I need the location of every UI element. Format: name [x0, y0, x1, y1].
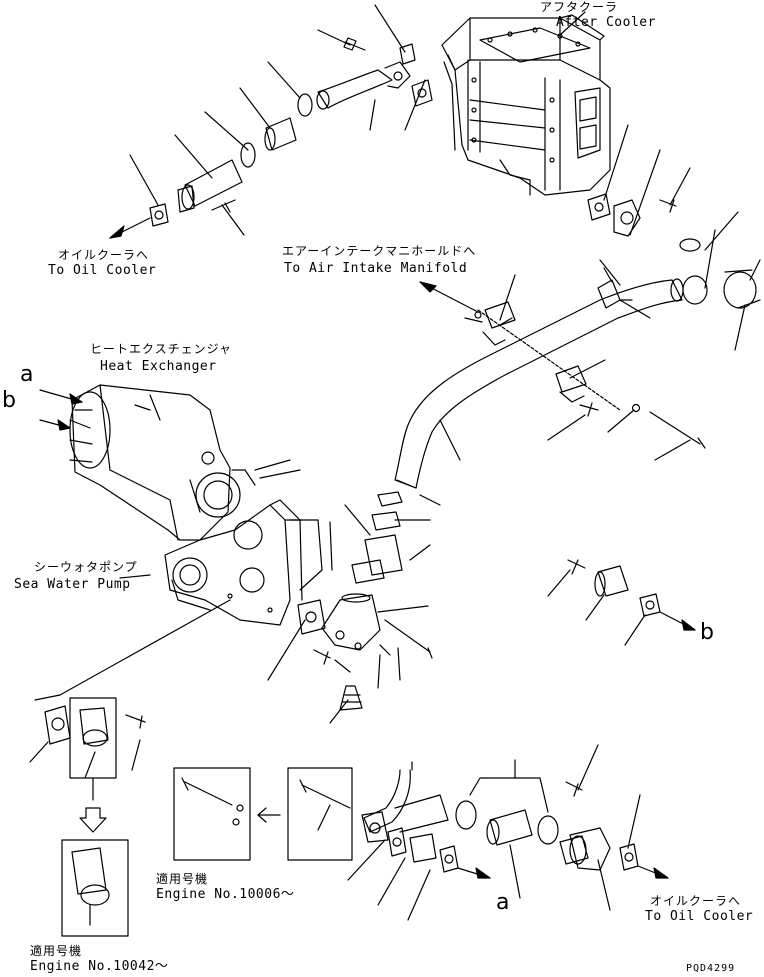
to-oil-cooler-top-label-jp: オイルクーラへ	[58, 248, 150, 262]
right-middle-parts	[547, 559, 696, 646]
middle-hoses	[267, 491, 441, 724]
after-cooler-leader	[559, 11, 586, 36]
marker-b-right: b	[700, 620, 715, 645]
to-oil-cooler-bottom-label-en: To Oil Cooler	[645, 909, 754, 924]
marker-a-bottom: a	[496, 890, 510, 915]
down-arrow	[79, 807, 107, 833]
inset-box-mid-left	[173, 767, 251, 861]
applicable-engine-mid-label-jp: 適用号機	[156, 872, 209, 886]
inset-box-mid-right	[287, 767, 353, 861]
marker-b: b	[2, 388, 17, 413]
inset-left-top-part	[79, 707, 109, 747]
inset-box-left-top	[69, 697, 117, 779]
to-oil-cooler-top-label-en: To Oil Cooler	[48, 263, 157, 278]
inset-left-bottom-part	[71, 847, 110, 926]
applicable-engine-left-label-en: Engine No.10042～	[30, 959, 169, 974]
sea-water-pump	[164, 499, 333, 635]
main-pipe	[394, 259, 706, 489]
marker-a: a	[20, 362, 34, 387]
heat-exchanger-label-jp: ヒートエクスチェンジャ	[90, 342, 233, 356]
inset-mid-left-parts	[181, 777, 244, 826]
to-air-intake-label-jp: エアーインテークマニホールドへ	[282, 244, 477, 258]
after-cooler	[441, 14, 611, 196]
left-arrow	[257, 807, 281, 823]
pump-leader	[119, 574, 151, 579]
to-air-intake-label-en: To Air Intake Manifold	[284, 261, 468, 276]
applicable-engine-left-label-jp: 適用号機	[30, 944, 83, 958]
drawing-code: PQD4299	[686, 963, 736, 974]
to-oil-cooler-bottom-label-jp: オイルクーラへ	[650, 894, 742, 908]
heat-exchanger-label-en: Heat Exchanger	[100, 359, 217, 374]
heat-exchanger	[69, 384, 301, 541]
upper-pipe-assembly	[109, 4, 433, 239]
inset-mid-right-parts	[299, 779, 351, 831]
after-cooler-label-en: After Cooler	[556, 15, 656, 30]
lower-left-parts	[29, 599, 231, 763]
ab-arrowheads	[57, 393, 83, 431]
sea-water-pump-label-jp: シーウォタポンプ	[34, 560, 138, 574]
sea-water-pump-label-en: Sea Water Pump	[14, 577, 131, 592]
inset-left-leaders	[84, 714, 146, 779]
inset-box-left-bottom	[61, 839, 129, 937]
after-cooler-label-jp: アフタクーラ	[540, 0, 619, 14]
right-top-parts	[587, 124, 761, 351]
applicable-engine-mid-label-en: Engine No.10006～	[156, 887, 295, 902]
bottom-pipe-assembly	[347, 744, 669, 921]
